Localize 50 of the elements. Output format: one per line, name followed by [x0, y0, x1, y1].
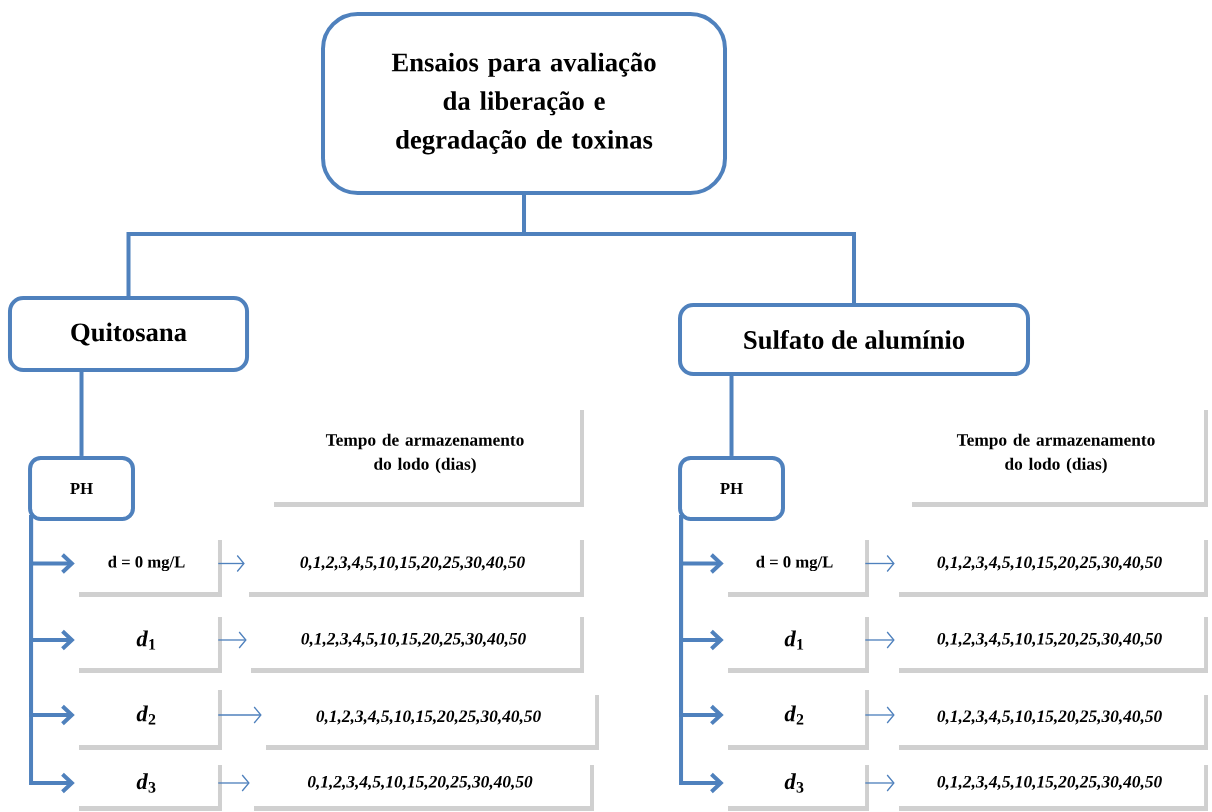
node-label: d$_{2}$ — [784, 705, 804, 725]
node-label: Tempo de armazenamento do lodo (dias) — [325, 433, 524, 474]
title-box: Ensaios para avaliação da liberação e degradação de toxinas — [321, 12, 727, 195]
connector-line — [522, 194, 856, 303]
values-box: 0,1,2,3,4,5,10,15,20,25,30,40,50 — [895, 760, 1208, 811]
arrow — [864, 554, 895, 573]
node-label: 0,1,2,3,4,5,10,15,20,25,30,40,50 — [937, 775, 1162, 791]
values-box: 0,1,2,3,4,5,10,15,20,25,30,40,50 — [895, 690, 1208, 750]
dose-box: d$_{1}$ — [75, 612, 222, 673]
arrow — [864, 706, 895, 724]
dose-box: d$_{1}$ — [724, 612, 869, 673]
connector-line — [729, 376, 734, 456]
values-box: 0,1,2,3,4,5,10,15,20,25,30,40,50 — [261, 690, 599, 750]
arrow — [217, 631, 247, 649]
connector-line — [79, 372, 84, 456]
arrow — [217, 706, 262, 724]
node-label: 0,1,2,3,4,5,10,15,20,25,30,40,50 — [300, 556, 525, 571]
node-label: d$_{3}$ — [136, 773, 156, 793]
category-box: Sulfato de alumínio — [678, 302, 1030, 377]
values-box: 0,1,2,3,4,5,10,15,20,25,30,40,50 — [247, 612, 584, 673]
arrow — [217, 774, 250, 792]
values-box: 0,1,2,3,4,5,10,15,20,25,30,40,50 — [250, 760, 594, 811]
dose-box: d = 0 mg/L — [75, 534, 222, 597]
node-label: 0,1,2,3,4,5,10,15,20,25,30,40,50 — [301, 632, 526, 648]
dose-box: d$_{3}$ — [724, 760, 869, 811]
category-box: Quitosana — [7, 296, 250, 372]
node-label: d$_{3}$ — [784, 773, 804, 793]
node-label: 0,1,2,3,4,5,10,15,20,25,30,40,50 — [937, 556, 1162, 571]
arrow — [864, 631, 895, 649]
node-label: d$_{1}$ — [784, 630, 804, 650]
arrow — [679, 515, 724, 794]
parameter-box: PH — [678, 455, 785, 522]
node-label: d = 0 mg/L — [756, 555, 833, 572]
dose-box: d$_{2}$ — [75, 685, 222, 750]
values-box: 0,1,2,3,4,5,10,15,20,25,30,40,50 — [895, 534, 1208, 597]
node-label: 0,1,2,3,4,5,10,15,20,25,30,40,50 — [937, 632, 1162, 648]
node-label: 0,1,2,3,4,5,10,15,20,25,30,40,50 — [307, 775, 533, 791]
node-label: d = 0 mg/L — [108, 555, 185, 572]
header-box: Tempo de armazenamento do lodo (dias) — [908, 404, 1208, 507]
arrow — [29, 515, 75, 794]
header-box: Tempo de armazenamento do lodo (dias) — [270, 404, 584, 507]
dose-box: d = 0 mg/L — [724, 534, 869, 597]
values-box: 0,1,2,3,4,5,10,15,20,25,30,40,50 — [245, 534, 584, 597]
arrow — [217, 554, 245, 573]
dose-box: d$_{3}$ — [75, 760, 222, 811]
node-label: Tempo de armazenamento do lodo (dias) — [956, 433, 1155, 474]
dose-box: d$_{2}$ — [724, 685, 869, 750]
arrow — [864, 774, 895, 792]
parameter-box: PH — [28, 455, 135, 522]
values-box: 0,1,2,3,4,5,10,15,20,25,30,40,50 — [895, 612, 1208, 673]
